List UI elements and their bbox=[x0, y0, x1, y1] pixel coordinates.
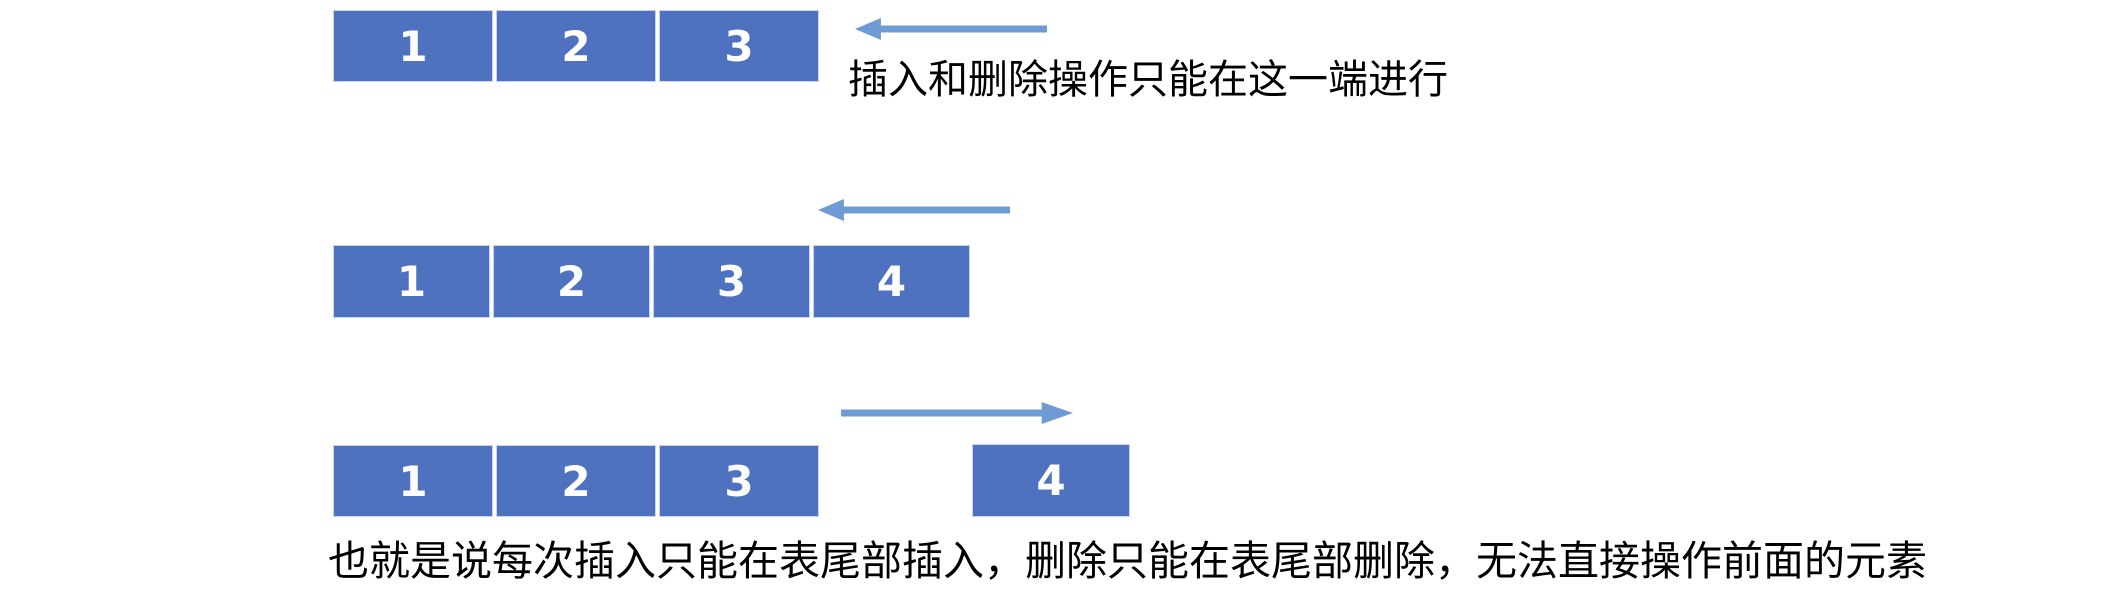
array-cell: 3 bbox=[659, 10, 819, 82]
array-cell: 2 bbox=[496, 10, 656, 82]
array-row-2: 1 2 3 4 bbox=[333, 245, 970, 318]
array-cell: 3 bbox=[659, 445, 819, 517]
array-row-1: 1 2 3 bbox=[333, 10, 819, 82]
array-cell: 1 bbox=[333, 245, 490, 318]
detached-array-cell: 4 bbox=[972, 444, 1130, 517]
array-cell: 1 bbox=[333, 445, 493, 517]
arrow-right-icon bbox=[841, 402, 1073, 424]
top-caption: 插入和删除操作只能在这一端进行 bbox=[848, 58, 1448, 102]
array-cell: 2 bbox=[493, 245, 650, 318]
array-row-3: 1 2 3 bbox=[333, 445, 819, 517]
arrow-left-icon bbox=[818, 199, 1010, 221]
array-cell: 4 bbox=[813, 245, 970, 318]
array-cell: 3 bbox=[653, 245, 810, 318]
arrow-left-icon bbox=[855, 18, 1047, 40]
bottom-caption: 也就是说每次插入只能在表尾部插入，删除只能在表尾部删除，无法直接操作前面的元素 bbox=[328, 538, 1927, 584]
array-cell: 2 bbox=[496, 445, 656, 517]
array-cell: 1 bbox=[333, 10, 493, 82]
